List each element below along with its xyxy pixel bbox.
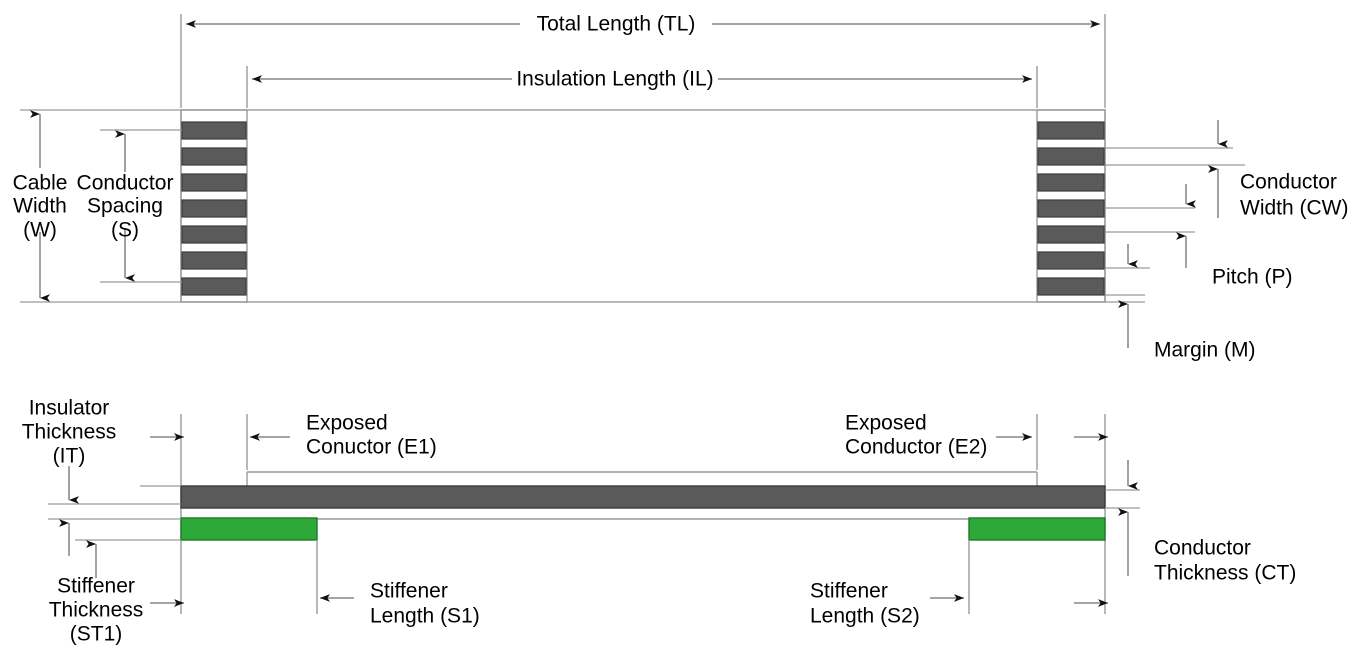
right-conductor-block [1036,109,1106,303]
cable-body-outline [180,109,1106,303]
dimension-total-length: Total Length (TL) [180,13,1106,108]
label-insulation-length: Insulation Length (IL) [516,68,713,91]
label-exposed-conductor-1-a: Exposed [306,412,388,435]
label-stiffener-length-2-a: Stiffener [810,580,888,603]
label-exposed-conductor-2-b: Conductor (E2) [845,436,987,459]
dimension-stiffener-length-1: Stiffener Length (S1) [316,540,480,628]
label-conductor-spacing-3: (S) [111,219,139,242]
side-conductor-bar [180,485,1106,509]
label-stiffener-thickness-2: Thickness [49,599,144,622]
stiffener-right [968,517,1106,541]
label-conductor-spacing-2: Spacing [87,195,163,218]
conductor-bar [181,121,247,140]
label-cable-width-1: Cable [13,172,68,195]
conductor-bar [181,147,247,166]
conductor-bar [181,251,247,270]
label-conductor-thickness-2: Thickness (CT) [1154,562,1296,585]
label-stiffener-length-1-b: Length (S1) [370,605,480,628]
conductor-bar [1037,225,1105,244]
dimension-conductor-thickness: Conductor Thickness (CT) [1074,433,1296,607]
label-margin: Margin (M) [1154,339,1256,362]
label-exposed-conductor-2-a: Exposed [845,412,927,435]
dimension-conductor-width: Conductor Width (CW) [1105,120,1349,220]
label-stiffener-length-2-b: Length (S2) [810,605,920,628]
dimension-stiffener-length-2: Stiffener Length (S2) [810,540,970,628]
label-conductor-thickness-1: Conductor [1154,537,1251,560]
conductor-bar [1037,277,1105,296]
label-insulator-thickness-2: Thickness [22,421,117,444]
dimension-pitch: Pitch (P) [1105,184,1293,289]
side-view: Insulator Thickness (IT) Stiffener Thick… [22,397,1297,646]
dimension-insulator-thickness: Insulator Thickness (IT) [22,397,184,505]
label-stiffener-length-1-a: Stiffener [370,580,448,603]
conductor-bar [181,277,247,296]
right-conductors [1037,121,1105,296]
label-insulator-thickness-3: (IT) [53,445,86,468]
label-total-length: Total Length (TL) [537,13,696,36]
label-cable-width-2: Width [13,195,67,218]
conductor-bar [1037,199,1105,218]
label-cable-width-3: (W) [23,219,57,242]
label-conductor-width-1: Conductor [1240,171,1337,194]
label-stiffener-thickness-3: (ST1) [70,623,123,646]
label-insulator-thickness-1: Insulator [29,397,110,420]
conductor-bar [1037,121,1105,140]
dimension-cable-width: Cable Width (W) [13,109,181,303]
label-pitch: Pitch (P) [1212,266,1293,289]
dimension-insulation-length: Insulation Length (IL) [246,66,1038,108]
dimension-conductor-spacing: Conductor Spacing (S) [77,129,182,283]
conductor-bar [181,199,247,218]
dimension-exposed-conductor-1: Exposed Conuctor (E1) [246,412,437,470]
label-conductor-width-2: Width (CW) [1240,197,1349,220]
dimension-margin: Margin (M) [1105,294,1256,362]
conductor-bar [1037,251,1105,270]
conductor-bar [181,173,247,192]
left-conductors [181,121,247,296]
top-view: Total Length (TL) Insulation Length (IL)… [13,13,1349,362]
conductor-bar [1037,173,1105,192]
dimension-exposed-conductor-2: Exposed Conductor (E2) [845,412,1038,470]
conductor-bar [181,225,247,244]
label-stiffener-thickness-1: Stiffener [57,575,135,598]
left-conductor-block [180,109,248,303]
conductor-bar [1037,147,1105,166]
dimension-stiffener-thickness: Stiffener Thickness (ST1) [48,518,184,646]
label-conductor-spacing-1: Conductor [77,172,174,195]
label-exposed-conductor-1-b: Conuctor (E1) [306,436,437,459]
stiffener-left [180,517,318,541]
